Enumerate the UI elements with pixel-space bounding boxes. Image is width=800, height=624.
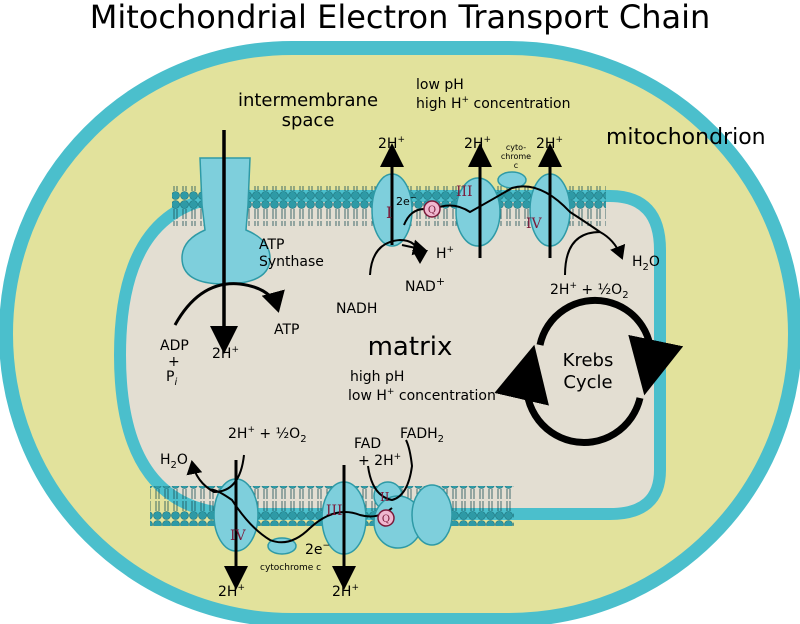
- label-2h-half-o2-top: 2H+ + ½O2: [550, 281, 629, 301]
- q-bottom-label: Q: [382, 514, 390, 525]
- complex-iii-bottom-label: III: [326, 503, 343, 519]
- label-space: space: [282, 110, 335, 131]
- label-complex-i-2h: 2H+: [378, 135, 405, 152]
- label-cytochrome-c-top-1: cyto-: [506, 143, 526, 152]
- diagram-title: Mitochondrial Electron Transport Chain: [90, 0, 711, 36]
- label-fad: FAD: [354, 436, 381, 452]
- label-atp-synthase-1: ATP: [259, 237, 284, 253]
- label-complex-iii-top-2h: 2H+: [464, 135, 491, 152]
- label-nad: NAD+: [405, 275, 445, 295]
- label-complex-iii-bottom-2h: 2H+: [332, 583, 359, 600]
- label-matrix-ph: high pH: [350, 369, 404, 385]
- label-h2o-top: H2O: [632, 254, 660, 273]
- complex-iv-top-label: IV: [526, 216, 543, 232]
- label-atp: ATP: [274, 322, 299, 338]
- label-complex-iv-bottom-2h: 2H+: [218, 583, 245, 600]
- ubiquinone-top: [423, 200, 441, 218]
- complex-iii-top-label: III: [456, 184, 473, 200]
- atp-synthase: [173, 130, 285, 354]
- label-pi: Pi: [166, 369, 177, 388]
- label-atp-synthase-2h: 2H+: [212, 345, 239, 362]
- electron-path-bottom: [209, 488, 393, 544]
- label-cytochrome-c-top-2: chrome: [501, 152, 531, 161]
- complex-iv-bottom: [186, 454, 259, 590]
- label-adp: ADP: [160, 338, 189, 354]
- complex-i: [369, 143, 428, 276]
- q-top-label: Q: [428, 205, 436, 216]
- complex-iv-bottom-label: IV: [230, 528, 247, 544]
- label-cytochrome-c-top-3: c: [514, 161, 518, 170]
- label-matrix-conc: low H+ concentration: [348, 387, 496, 404]
- ubiquinone-bottom: [377, 509, 395, 527]
- label-h2o-bottom: H2O: [160, 452, 188, 471]
- label-mitochondrion: mitochondrion: [606, 125, 766, 150]
- label-matrix: matrix: [368, 332, 453, 362]
- complex-i-label: I: [386, 203, 392, 222]
- krebs-cycle-arrows: [494, 296, 684, 446]
- label-intermembrane: intermembrane: [238, 90, 378, 111]
- label-h-nad: H+: [436, 245, 454, 262]
- label-krebs: Krebs: [563, 350, 614, 371]
- complex-ii: [367, 439, 453, 549]
- label-2e-top: 2e−: [396, 193, 416, 208]
- label-2h-half-o2-bottom: 2H+ + ½O2: [228, 425, 307, 445]
- label-fad-plus-2h: + 2H+: [358, 452, 401, 469]
- label-nadh: NADH: [336, 301, 377, 317]
- label-ims-conc: high H+ concentration: [416, 95, 570, 112]
- label-cycle: Cycle: [563, 372, 612, 393]
- label-2e-bottom: 2e−: [305, 541, 330, 558]
- label-cytochrome-c-bottom: cytochrome c: [260, 563, 321, 573]
- complex-iv-top: [529, 143, 626, 276]
- label-complex-iv-top-2h: 2H+: [536, 135, 563, 152]
- label-adp-plus: +: [168, 354, 180, 370]
- label-ims-ph: low pH: [416, 77, 464, 93]
- label-fadh2: FADH2: [400, 426, 444, 445]
- complex-iii-top: [455, 143, 501, 258]
- label-atp-synthase-2: Synthase: [259, 254, 324, 270]
- complex-ii-label: II: [380, 490, 390, 504]
